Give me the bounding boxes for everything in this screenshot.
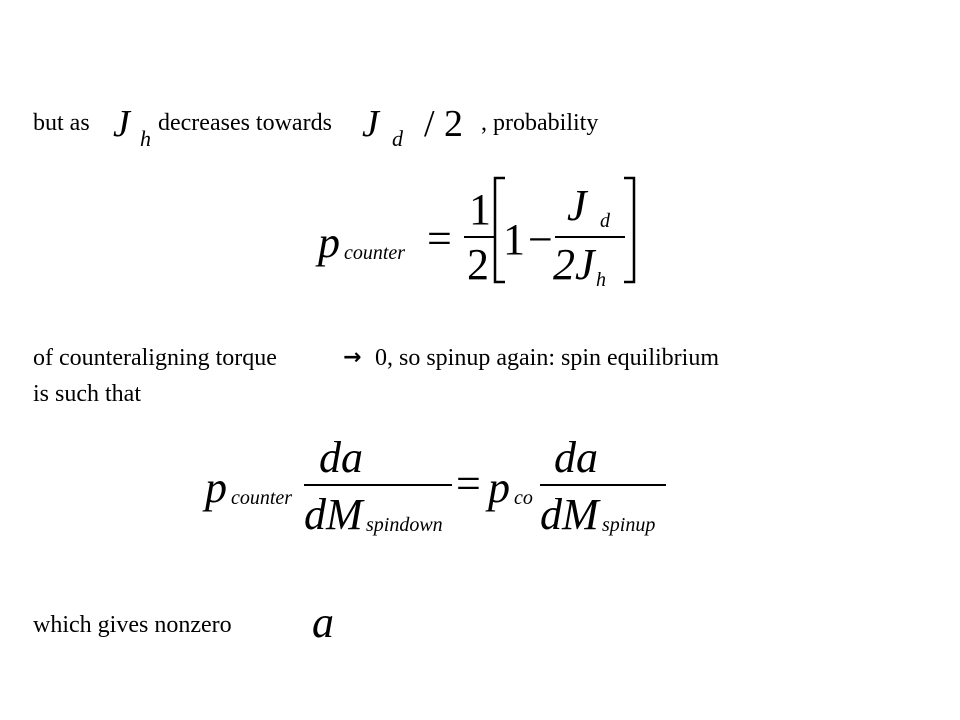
eq2-dm-right: dM bbox=[540, 490, 599, 539]
text-which-gives-nonzero: which gives nonzero bbox=[33, 612, 232, 638]
eq1-frac-denominator: 2 bbox=[467, 240, 489, 289]
eq1-d-subscript: d bbox=[600, 210, 610, 232]
eq2-spinup-subscript: spinup bbox=[602, 514, 656, 536]
eq1-counter-subscript: counter bbox=[344, 242, 406, 264]
math-h-subscript: h bbox=[140, 126, 151, 151]
eq1-fraction-bar-half bbox=[464, 236, 496, 238]
right-bracket bbox=[624, 176, 636, 284]
eq1-h-subscript: h bbox=[596, 269, 606, 291]
eq1-fraction-bar-j bbox=[555, 236, 625, 238]
left-bracket bbox=[493, 176, 505, 284]
math-two: 2 bbox=[444, 103, 463, 145]
eq2-da-left: da bbox=[319, 433, 363, 482]
math-d-subscript: d bbox=[392, 126, 403, 151]
eq2-fraction-bar-left bbox=[304, 484, 452, 486]
math-j-d: J bbox=[362, 103, 379, 145]
eq2-spindown-subscript: spindown bbox=[366, 514, 443, 536]
eq2-fraction-bar-right bbox=[540, 484, 666, 486]
text-probability: , probability bbox=[481, 110, 599, 136]
text-counteraligning: of counteraligning torque bbox=[33, 345, 277, 371]
eq1-two-j: 2J bbox=[553, 240, 595, 289]
eq1-one: 1 bbox=[503, 215, 525, 264]
eq2-counter-subscript: counter bbox=[231, 487, 293, 509]
eq2-equals: = bbox=[456, 459, 481, 508]
eq2-dm-left: dM bbox=[304, 490, 363, 539]
eq2-p-right: p bbox=[488, 463, 510, 512]
text-is-such-that: is such that bbox=[33, 381, 141, 407]
eq1-minus: − bbox=[528, 215, 553, 264]
text-spin-equilibrium: 0, so spinup again: spin equilibrium bbox=[375, 345, 719, 371]
eq1-equals: = bbox=[427, 214, 452, 263]
arrow-right-icon: → bbox=[343, 345, 362, 370]
eq2-co-subscript: co bbox=[514, 487, 533, 509]
eq1-frac-numerator: 1 bbox=[469, 185, 491, 234]
eq1-j-numerator: J bbox=[567, 181, 587, 230]
eq2-da-right: da bbox=[554, 433, 598, 482]
text-decreases-towards: decreases towards bbox=[158, 110, 332, 136]
eq1-p: p bbox=[318, 218, 340, 267]
math-slash: / bbox=[424, 103, 435, 145]
math-j: J bbox=[113, 103, 130, 145]
text-but-as: but as bbox=[33, 110, 90, 136]
eq2-p-left: p bbox=[205, 463, 227, 512]
math-a: a bbox=[312, 598, 334, 647]
